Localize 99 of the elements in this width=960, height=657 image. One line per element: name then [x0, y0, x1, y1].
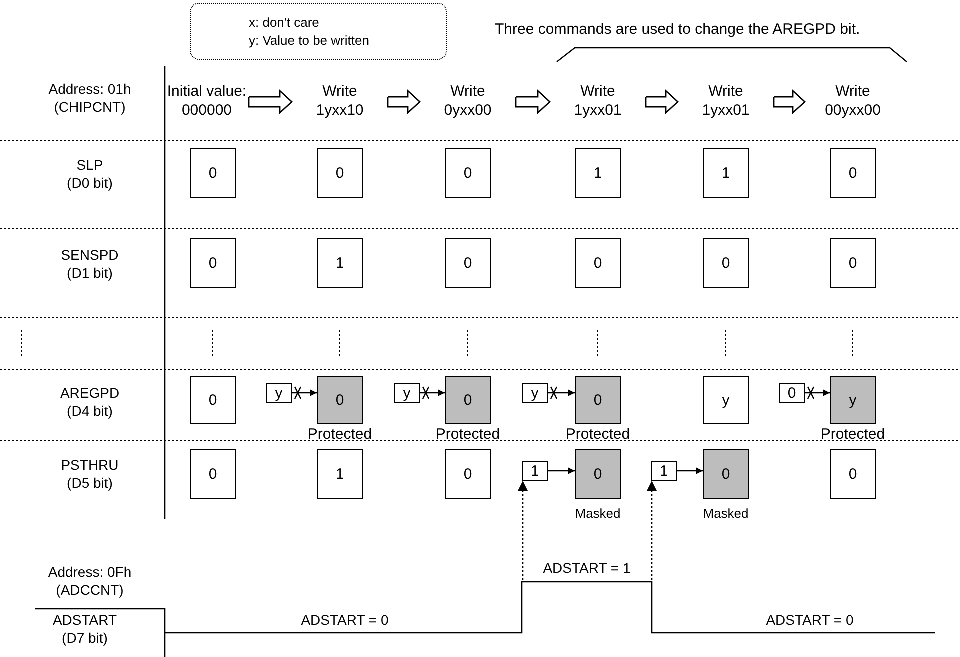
bit-value: 1	[336, 254, 344, 272]
status-label: Protected	[564, 426, 632, 443]
signal-level-label: ADSTART = 0	[300, 611, 390, 630]
bit-value-box	[445, 148, 491, 198]
trigger-arrow	[647, 481, 657, 580]
blocked-arrow	[547, 386, 576, 400]
protected-bit-box	[575, 376, 621, 424]
bit-value: 1	[594, 164, 602, 182]
bit-value-box	[190, 449, 236, 499]
blocked-arrow	[419, 386, 446, 400]
key-text: y: Value to be written	[249, 32, 370, 50]
note-text: Three commands are used to change the AREGPD bit.	[495, 20, 862, 40]
bit-value: 1	[660, 462, 668, 480]
bit-value-box	[575, 238, 621, 288]
bit-value: 0	[722, 254, 730, 272]
bit-value-box	[317, 148, 363, 198]
protected-bit-box	[830, 376, 876, 424]
bit-value: 0	[336, 164, 344, 182]
bit-value-box	[830, 238, 876, 288]
written-value-box	[394, 383, 420, 403]
bit-value-box	[317, 238, 363, 288]
bit-value: 1	[530, 462, 540, 480]
bit-label: ADSTART (D7 bit)	[52, 611, 118, 648]
bit-value: 0	[594, 466, 602, 482]
protected-bit-box	[575, 449, 621, 499]
key-text: x: don't care	[249, 14, 320, 32]
bit-label: AREGPD (D4 bit)	[59, 384, 121, 420]
block-arrow	[248, 89, 294, 115]
key-box	[190, 3, 447, 60]
arrow	[548, 468, 575, 474]
bit-label: SENSPD (D1 bit)	[60, 246, 120, 282]
signal-level-label: ADSTART = 1	[542, 559, 632, 578]
register-label: Address: 01h (CHIPCNT)	[48, 80, 132, 116]
bit-value: 0	[208, 466, 218, 482]
bit-value: 0	[848, 164, 858, 182]
bit-value: 0	[848, 254, 858, 272]
bit-value-box	[190, 376, 236, 424]
protected-bit-box	[445, 376, 491, 424]
signal-level-label: ADSTART = 0	[765, 611, 855, 630]
step-heading: Write 1yxx01	[678, 80, 774, 122]
bit-label: SLP (D0 bit)	[66, 156, 114, 192]
bit-value: y	[531, 384, 539, 402]
status-label: Protected	[434, 426, 502, 443]
bit-value-box	[703, 148, 749, 198]
bit-value: 1	[336, 466, 344, 482]
bit-value: 0	[336, 392, 344, 408]
bit-value: 0	[464, 466, 472, 482]
bit-value: y	[722, 392, 730, 408]
blocked-arrow	[804, 386, 831, 400]
bit-value: 0	[788, 384, 796, 402]
bit-value: 0	[594, 254, 602, 272]
bit-value-box	[445, 449, 491, 499]
status-label: Masked	[574, 506, 622, 521]
bit-value: 0	[594, 392, 602, 408]
block-arrow	[387, 89, 422, 115]
bit-value-box	[445, 238, 491, 288]
written-value-box	[522, 383, 548, 403]
register-label: Address: 0Fh (ADCCNT)	[47, 563, 133, 600]
bit-value: y	[275, 384, 283, 402]
trigger-arrow	[518, 481, 528, 580]
bit-value-box	[190, 148, 236, 198]
bit-value-box	[703, 376, 749, 424]
step-heading: Write 0yxx00	[420, 80, 516, 122]
written-value-box	[779, 383, 805, 403]
bit-value: 0	[464, 392, 472, 408]
bit-value: y	[849, 392, 857, 408]
written-value-box	[522, 461, 548, 481]
block-arrow	[773, 89, 806, 115]
protected-bit-box	[703, 449, 749, 499]
step-heading: Initial value: 000000	[165, 80, 249, 122]
arrow	[677, 468, 703, 474]
bit-value: 0	[848, 466, 858, 482]
bit-value: 0	[464, 164, 472, 182]
bit-value: 0	[208, 164, 218, 182]
status-label: Masked	[702, 506, 750, 521]
status-label: Protected	[306, 426, 374, 443]
written-value-box	[266, 383, 292, 403]
step-heading: Write 1yxx10	[292, 80, 388, 122]
bit-value-box	[830, 148, 876, 198]
bit-value: 0	[722, 466, 730, 482]
bit-value: 1	[722, 164, 730, 182]
bit-value: y	[403, 384, 411, 402]
status-label: Protected	[820, 426, 886, 443]
block-arrow	[515, 89, 552, 115]
protected-bit-box	[317, 376, 363, 424]
bit-value-box	[575, 148, 621, 198]
bit-value: 0	[208, 392, 218, 408]
bit-label: PSTHRU (D5 bit)	[60, 456, 120, 492]
bit-value: 0	[208, 254, 218, 272]
step-heading: Write 00yxx00	[805, 80, 901, 122]
bit-value-box	[703, 238, 749, 288]
bit-value-box	[317, 449, 363, 499]
written-value-box	[651, 461, 677, 481]
step-heading: Write 1yxx01	[550, 80, 646, 122]
bit-value: 0	[464, 254, 472, 272]
bit-value-box	[830, 449, 876, 499]
block-arrow	[645, 89, 680, 115]
blocked-arrow	[291, 386, 318, 400]
bit-value-box	[190, 238, 236, 288]
